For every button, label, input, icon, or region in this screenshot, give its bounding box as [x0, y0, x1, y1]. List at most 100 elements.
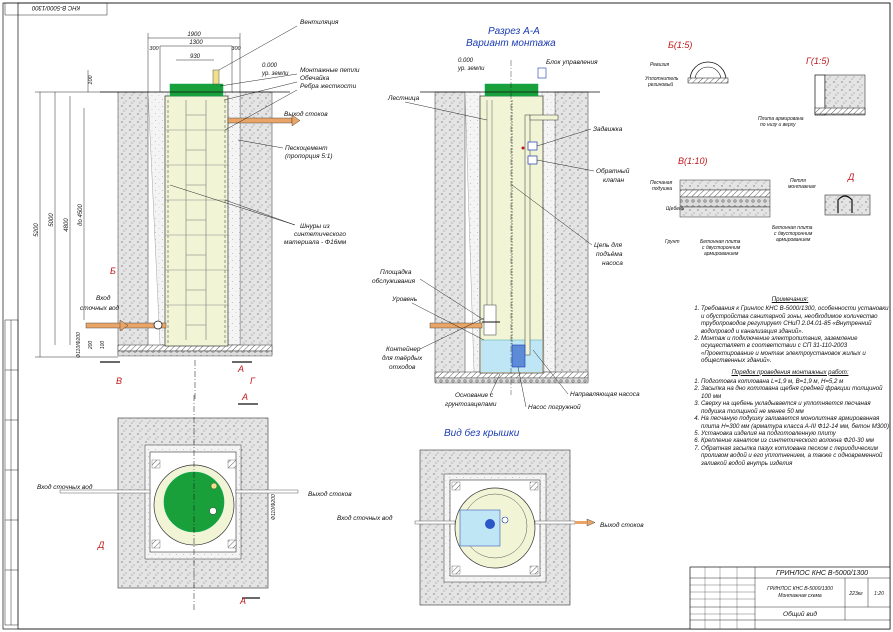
label-outlet-plan-left: Выход стоков: [308, 490, 352, 498]
inner-frame: [17, 2, 891, 630]
label-guide: Направляющая насоса: [570, 391, 640, 398]
dim-5000: 5000: [49, 213, 55, 227]
label-outlet-plan-mid: Выход стоков: [600, 521, 644, 529]
note-item: Монтаж и подключение электропитания, заз…: [701, 335, 890, 365]
marker-d: Д: [97, 540, 105, 550]
detail-v-note1: Песчаная: [650, 180, 673, 186]
top-stamp-text: КНС В-5000/1300: [31, 4, 80, 10]
title-product: ГРИНЛОС КНС В-5000/1300: [776, 570, 868, 577]
detail-d: [824, 194, 871, 216]
note-item: Требования к Гринлос КНС В-5000/1300, ос…: [701, 305, 890, 335]
label-base-1: Основание с: [455, 392, 494, 399]
title-sheet-name: Общий вид: [783, 610, 817, 618]
dim-d110-left: Ф110/Ф200: [76, 332, 82, 358]
label-platform-1: Площадка: [380, 268, 412, 276]
detail-b-note2: Уплотнитель: [645, 76, 679, 82]
label-stiffener: Ребра жесткости: [300, 82, 357, 90]
title-scale: 1:20: [874, 591, 884, 597]
dim-930: 930: [190, 54, 201, 60]
dim-5200: 5200: [34, 223, 40, 237]
detail-v-note2: подушка: [652, 186, 672, 192]
label-container-3: отходов: [389, 363, 416, 371]
detail-g: [814, 74, 866, 116]
dim-1900: 1900: [187, 32, 201, 38]
label-sand-cement: Пескоцемент: [285, 145, 328, 152]
marker-g: Г: [250, 376, 256, 386]
title-doc: ГРИНЛОС КНС В-5000/1300: [767, 586, 833, 592]
marker-b: Б: [110, 266, 116, 276]
title-doc-sub: Монтажная схема: [778, 593, 822, 599]
section-subtitle: Вариант монтажа: [466, 38, 556, 49]
label-chain-2: подъёма: [596, 250, 623, 258]
detail-g-note1: Плита армирована: [758, 116, 804, 122]
detail-v: [679, 179, 771, 218]
dim-300-left: 300: [149, 46, 159, 52]
label-cords-2: синтетического: [294, 231, 346, 238]
label-base-2: грунтозацепами: [445, 401, 497, 408]
title-block: [689, 566, 891, 630]
detail-d-note4: с двусторонним: [774, 231, 813, 237]
label-ground-level-left: ур. земли: [261, 71, 289, 77]
label-container-1: Контейнер: [386, 345, 421, 353]
detail-d-note3: Бетонная плита: [772, 225, 813, 231]
section-title: Разрез А-А: [488, 26, 540, 37]
dim-100-b: 100: [100, 341, 106, 350]
label-container-2: для твёрдых: [382, 354, 423, 362]
title-sheet-no: 223кг: [848, 591, 863, 597]
detail-d-note1: Петля: [790, 178, 806, 184]
order-title: Порядок проведения монтажных работ:: [731, 368, 849, 376]
dim-100: 100: [88, 74, 94, 84]
order-list: Подготовка котлована L=1,9 м, В=1,9 м, Н…: [690, 378, 890, 467]
detail-v-note3: Щебень: [666, 206, 685, 212]
label-inlet-plan-left: Вход сточных вод: [37, 483, 93, 491]
tank-lid: [169, 83, 224, 97]
label-inlet-plan-mid: Вход сточных вод: [337, 514, 393, 522]
detail-d-note2: монтажная: [788, 184, 816, 190]
left-stamp-column: [4, 319, 19, 626]
label-inlet-1: Вход: [96, 294, 111, 302]
dim-4800: 4800: [64, 218, 70, 232]
label-outlet-left: Выход стоков: [284, 110, 328, 118]
detail-d-title: Д: [847, 172, 855, 182]
label-level: Уровень: [391, 296, 418, 303]
label-ground-level-mid: ур. земли: [457, 66, 485, 72]
notes-panel: Примечания: Требования к Гринлос КНС В-5…: [690, 296, 890, 471]
tank-body: [164, 95, 229, 347]
detail-g-title: Г(1:5): [806, 56, 829, 66]
label-ground-zero-mid: 0.000: [458, 58, 474, 64]
section-aa: [420, 60, 600, 395]
detail-v-note7: армированием: [704, 251, 739, 257]
detail-b-note3: резиновый: [647, 81, 673, 88]
notes-title: Примечания:: [771, 296, 809, 303]
order-item: На песчаную подушку заливается монолитна…: [701, 415, 890, 430]
label-cords-1: Шнуры из: [300, 223, 330, 230]
label-valve: Задвижка: [593, 125, 623, 133]
order-item: Сверху на щебень укладывается и уплотняе…: [701, 400, 890, 415]
detail-b-note1: Ревизия: [650, 62, 670, 68]
order-item: Засыпка на дно котлована щебня средней ф…: [701, 385, 890, 400]
dim-1300: 1300: [189, 40, 203, 46]
soil-right: [239, 91, 273, 356]
label-check-valve-1: Обратный: [596, 167, 630, 175]
dim-4500: до 4500: [78, 204, 84, 226]
label-platform-2: обслуживания: [372, 277, 416, 285]
dim-200: 200: [88, 341, 94, 351]
gravel-bed: [117, 350, 273, 357]
detail-g-note2: по низу и верху: [760, 122, 796, 128]
detail-v-note6: с двусторонним: [702, 245, 741, 251]
label-chain-1: Цепь для: [594, 241, 623, 249]
dim-d110-plan: Ф110/Ф200: [271, 494, 277, 520]
order-item: Крепление канатом из синтетического воло…: [701, 437, 890, 444]
outlet-pipe: [227, 117, 293, 124]
label-ventilation: Вентиляция: [300, 19, 339, 26]
marker-v: В: [116, 376, 122, 386]
label-control-box: Блок управления: [546, 59, 598, 66]
ventilation-pipe: [212, 69, 220, 85]
label-shell: Обечайка: [300, 74, 330, 82]
label-check-valve-2: клапан: [603, 177, 624, 184]
label-sand-cement-ratio: (пропорция 5:1): [285, 153, 333, 160]
dim-300-right: 300: [231, 46, 241, 52]
left-elevation: [35, 33, 301, 400]
label-ground-zero-left: 0.000: [262, 63, 278, 69]
